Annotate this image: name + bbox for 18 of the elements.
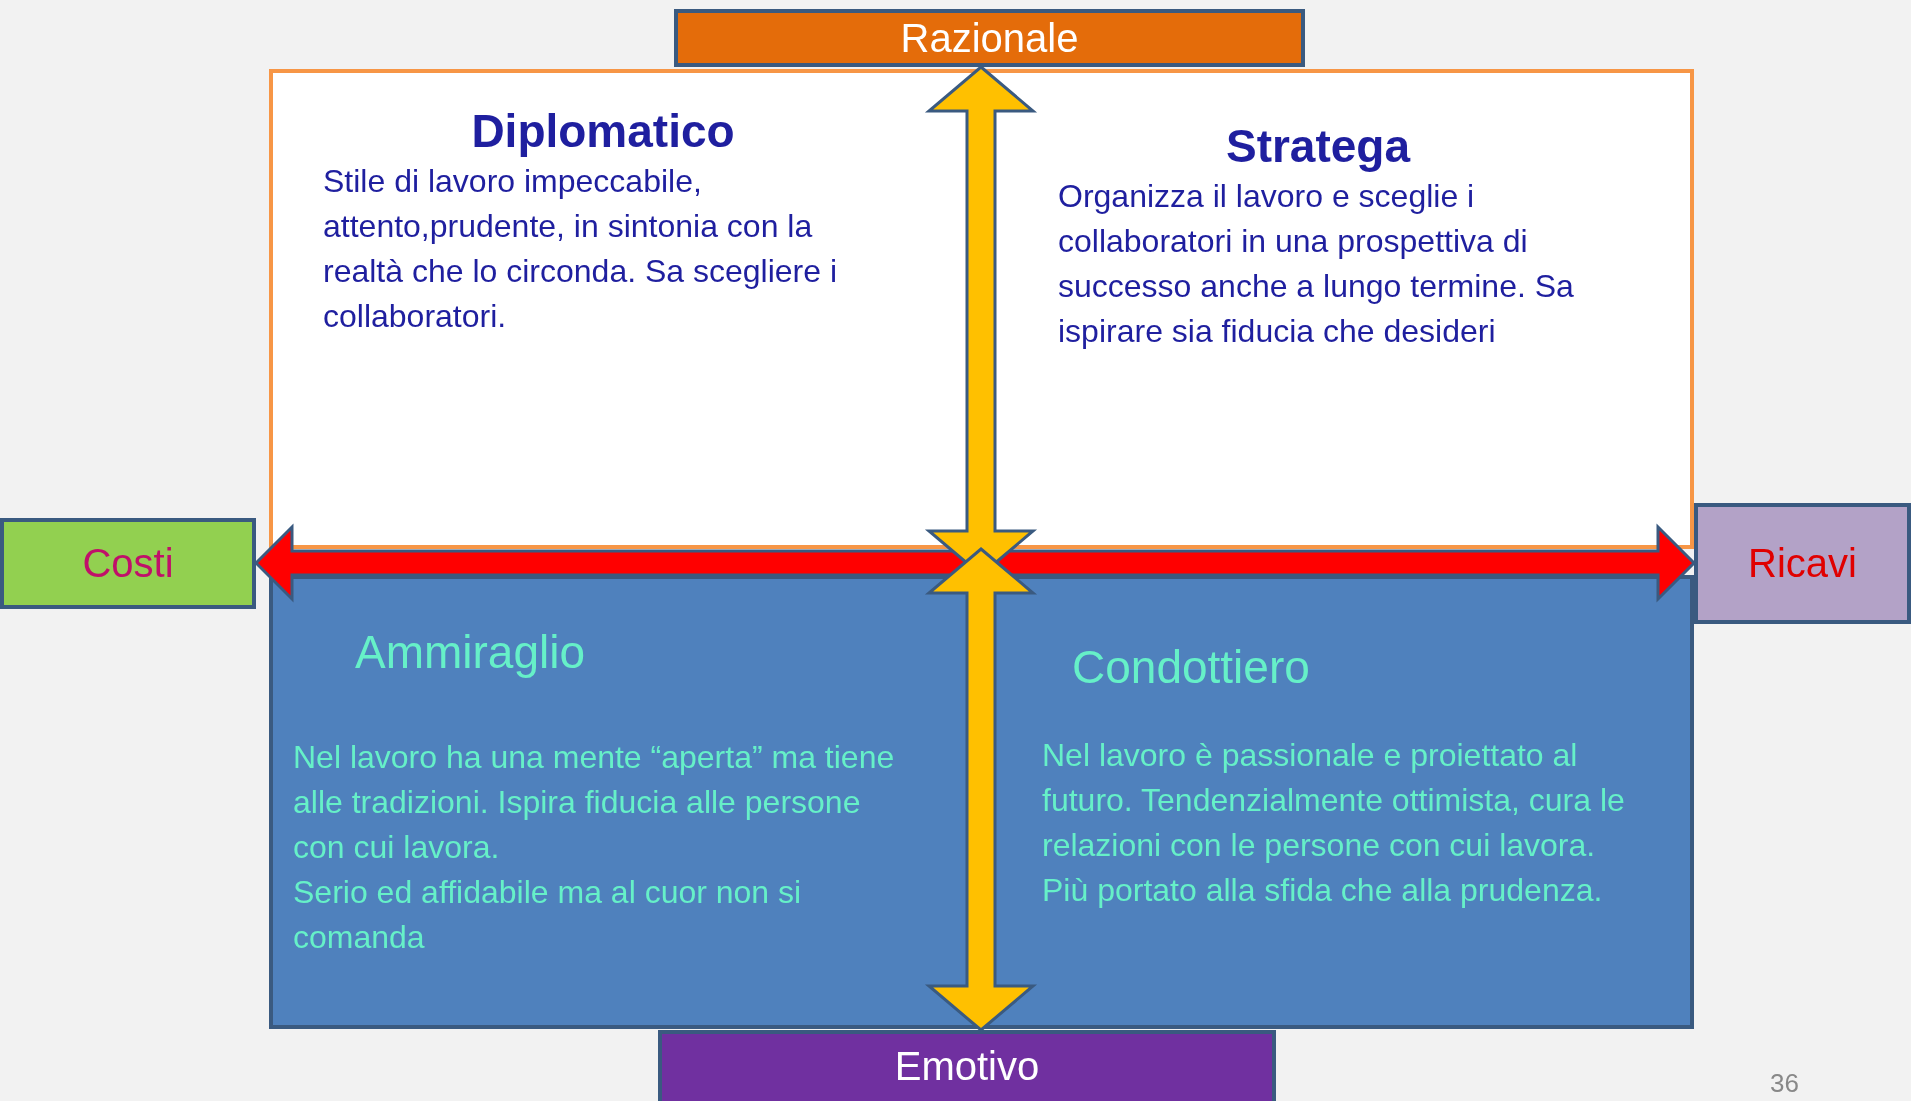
page-number: 36 <box>1770 1068 1799 1099</box>
quadrant-heading: Diplomatico <box>470 104 736 159</box>
axis-label-box: Emotivo <box>658 1030 1276 1101</box>
quadrant-heading: Ammiraglio <box>355 625 587 680</box>
double-arrow <box>924 547 1038 1032</box>
quadrant-panel <box>269 69 1694 549</box>
quadrant-heading: Stratega <box>1224 119 1412 174</box>
description-text: Organizza il lavoro e sceglie i collaboratori in una prospettiva di successo anche a lungo termine. Sa ispirare sia fiducia che desideri <box>1058 177 1575 351</box>
quadrant-heading: Condottiero <box>1072 640 1311 695</box>
axis-label-box: Ricavi <box>1694 503 1911 624</box>
double-arrow <box>253 523 1697 603</box>
description-text: Serio ed affidabile ma al cuor non si comanda <box>293 873 803 957</box>
description-text: Nel lavoro è passionale e proiettato al futuro. Tendenzialmente ottimista, cura le relazioni con le persone con cui lavora. Più portato alla sfida che alla prudenza. <box>1042 736 1626 910</box>
description-text: Nel lavoro ha una mente “aperta” ma tiene alle tradizioni. Ispira fiducia alle persone con cui lavora. <box>293 738 896 867</box>
axis-label-box: Costi <box>0 518 256 609</box>
quadrant-panel <box>269 575 1694 1029</box>
axis-label-box: Razionale <box>674 9 1305 67</box>
description-text: Stile di lavoro impeccabile, attento,prudente, in sintonia con la realtà che lo circonda. Sa scegliere i collaboratori. <box>323 162 839 336</box>
